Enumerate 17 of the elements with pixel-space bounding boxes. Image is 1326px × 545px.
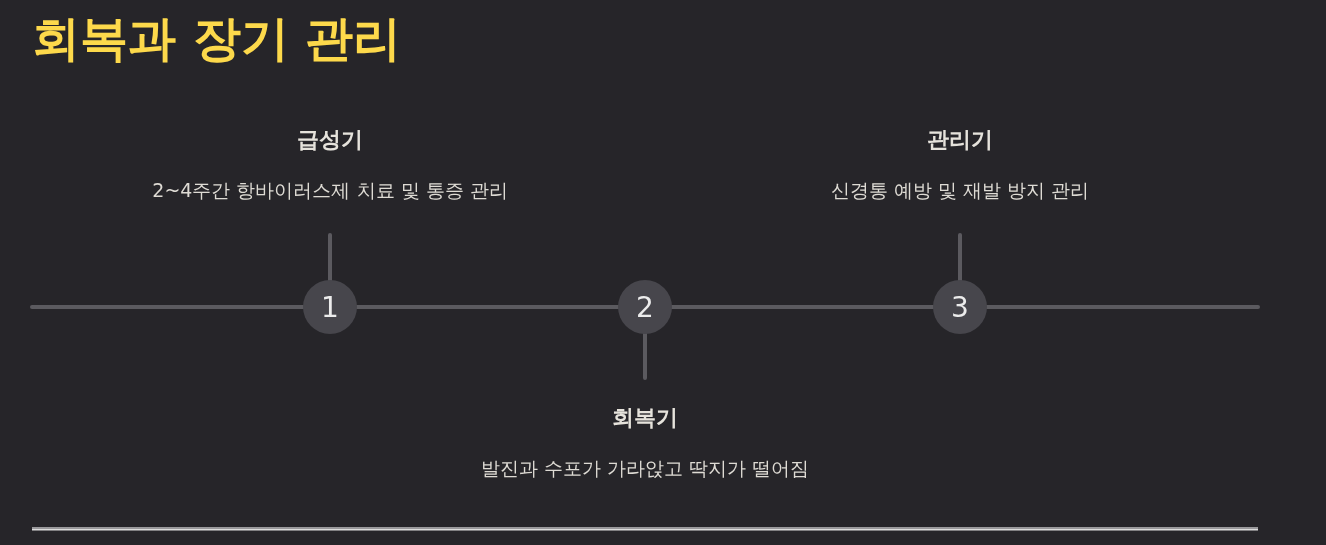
- timeline-line: [355, 305, 620, 309]
- phase-heading: 급성기: [297, 126, 363, 154]
- timeline-line: [30, 305, 305, 309]
- timeline-line: [670, 305, 935, 309]
- step-circle: 2: [618, 280, 672, 334]
- step-circle: 3: [933, 280, 987, 334]
- timeline-line: [985, 305, 1260, 309]
- phase-description: 2~4주간 항바이러스제 치료 및 통증 관리: [152, 178, 508, 203]
- connector-line: [643, 332, 647, 380]
- phase-description: 신경통 예방 및 재발 방지 관리: [830, 178, 1090, 203]
- phase-heading: 관리기: [927, 126, 993, 154]
- step-circle: 1: [303, 280, 357, 334]
- connector-line: [958, 233, 962, 282]
- title: 회복과 장기 관리: [32, 9, 402, 68]
- connector-line: [328, 233, 332, 282]
- phase-heading: 회복기: [612, 404, 678, 432]
- phase-description: 발진과 수포가 가라앉고 딱지가 떨어짐: [480, 456, 810, 481]
